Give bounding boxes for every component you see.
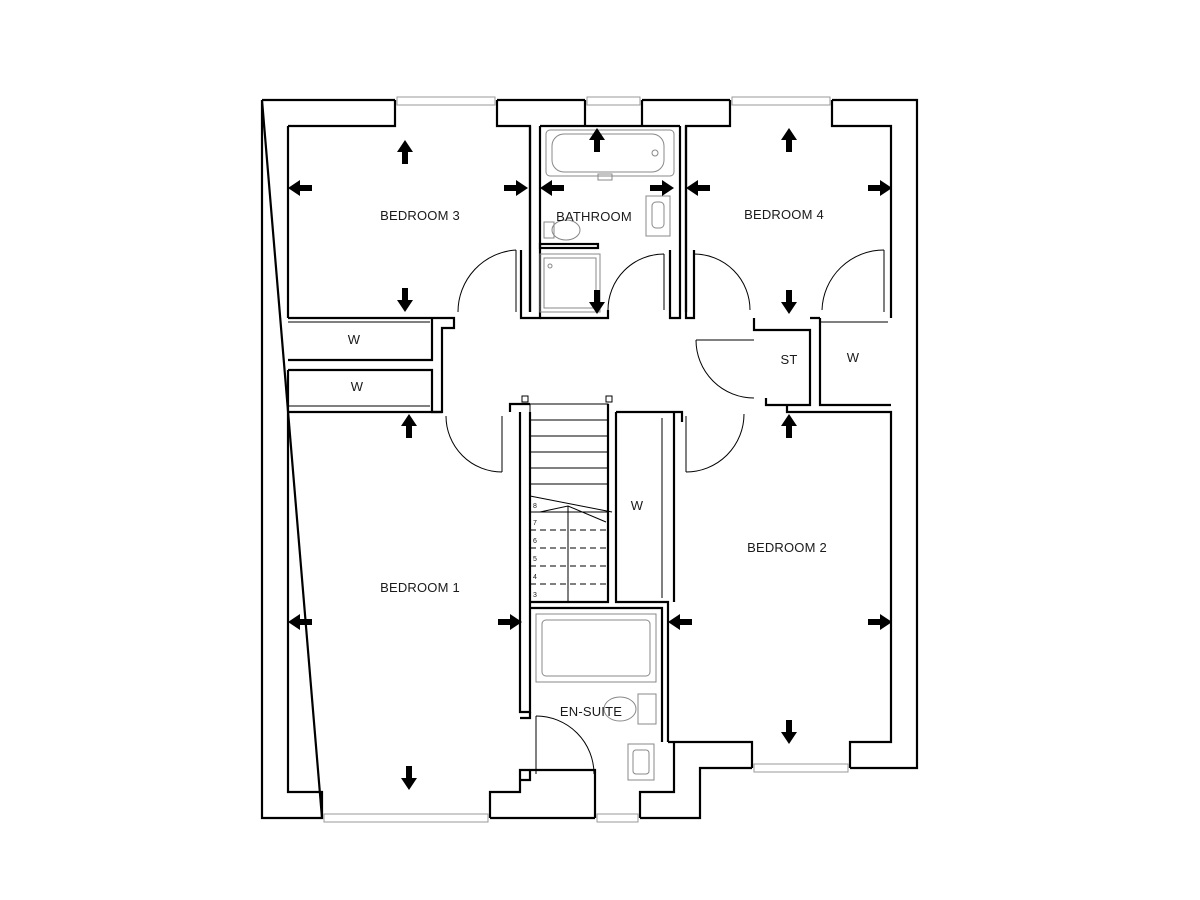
room-label-bathroom: BATHROOM [556, 209, 632, 224]
stair-step-8: 8 [533, 503, 537, 510]
room-label-wardrobe-bedroom-4: W [847, 350, 860, 365]
dimension-arrow-up [589, 128, 605, 152]
dimension-arrow-right [868, 180, 892, 196]
room-label-en-suite: EN-SUITE [560, 704, 622, 719]
dimension-arrow-up [781, 128, 797, 152]
dimension-arrow-up [401, 414, 417, 438]
room-label-wardrobe-bedroom-3: W [348, 332, 361, 347]
room-label-bedroom-1: BEDROOM 1 [380, 580, 460, 595]
dimension-arrow-left [540, 180, 564, 196]
room-labels: BEDROOM 3 BATHROOM BEDROOM 4 BEDROOM 1 B… [348, 207, 860, 719]
dimension-arrow-left [686, 180, 710, 196]
stair-step-7: 7 [533, 520, 537, 527]
dimension-arrows [288, 128, 892, 790]
dimension-arrow-up [781, 414, 797, 438]
room-label-wardrobe-bedroom-2: W [631, 498, 644, 513]
windows [323, 96, 849, 823]
dimension-arrow-down [589, 290, 605, 314]
dimension-arrow-right [498, 614, 522, 630]
staircase: 8 7 6 5 4 3 [521, 395, 613, 603]
dimension-arrow-right [504, 180, 528, 196]
stair-step-5: 5 [533, 556, 537, 563]
dimension-arrow-left [288, 180, 312, 196]
outer-walls [260, 98, 919, 820]
room-label-bedroom-2: BEDROOM 2 [747, 540, 827, 555]
stair-step-3: 3 [533, 592, 537, 599]
dimension-arrow-down [781, 720, 797, 744]
dimension-arrow-left [288, 614, 312, 630]
dimension-arrow-right [650, 180, 674, 196]
stair-step-4: 4 [533, 574, 537, 581]
bathroom-fixtures [538, 129, 675, 313]
room-label-bedroom-4: BEDROOM 4 [744, 207, 824, 222]
stair-step-6: 6 [533, 538, 537, 545]
dimension-arrow-left [668, 614, 692, 630]
dimension-arrow-right [868, 614, 892, 630]
en-suite-fixtures [535, 613, 657, 781]
dimension-arrow-up [397, 140, 413, 164]
room-label-store: ST [780, 352, 797, 367]
dimension-arrow-down [781, 290, 797, 314]
dimension-arrow-down [397, 288, 413, 312]
room-label-bedroom-3: BEDROOM 3 [380, 208, 460, 223]
room-label-wardrobe-bedroom-1: W [351, 379, 364, 394]
dimension-arrow-down [401, 766, 417, 790]
door-swings [445, 249, 885, 775]
